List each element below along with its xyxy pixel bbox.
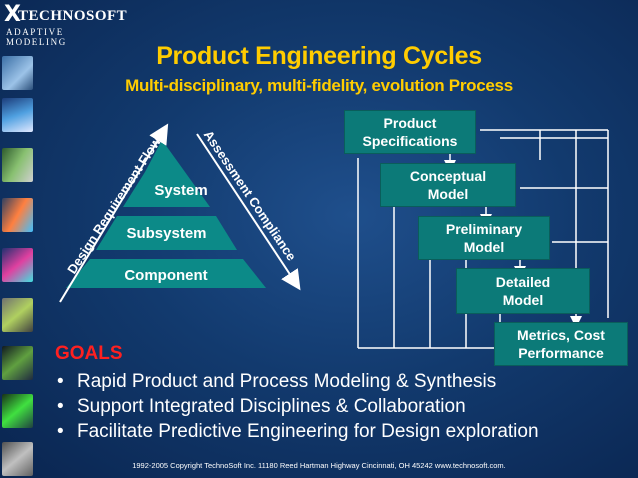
step-detailed-model: Detailed Model bbox=[456, 268, 590, 314]
analysis-thumbnail bbox=[2, 248, 33, 282]
goal-item: Facilitate Predictive Engineering for De… bbox=[55, 419, 539, 444]
step-metrics-cost-performance: Metrics, Cost Performance bbox=[494, 322, 628, 366]
aircraft-thumbnail bbox=[2, 56, 33, 90]
page-subtitle: Multi-disciplinary, multi-fidelity, evol… bbox=[125, 76, 513, 95]
step-conceptual-model: Conceptual Model bbox=[380, 163, 516, 207]
goals-heading: GOALS bbox=[55, 343, 123, 364]
technosoft-logo: X TECHNOSOFT ADAPTIVE MODELING bbox=[4, 2, 128, 48]
pyramid-level-subsystem bbox=[96, 216, 237, 250]
page-title: Product Engineering Cycles bbox=[156, 42, 482, 70]
plot-thumbnail bbox=[2, 346, 33, 380]
component-thumbnail bbox=[2, 442, 33, 476]
surface-thumbnail bbox=[2, 394, 33, 428]
mesh-thumbnail bbox=[2, 148, 33, 182]
pyramid-level-component bbox=[66, 259, 266, 288]
pyramid-label-subsystem: Subsystem bbox=[126, 225, 207, 242]
logo-mark: X bbox=[4, 2, 21, 27]
wing-thumbnail bbox=[2, 198, 33, 232]
pyramid-graphic bbox=[59, 123, 301, 303]
pyramid-level-system bbox=[123, 140, 210, 207]
compliance-arrow bbox=[196, 133, 301, 291]
logo-tagline: ADAPTIVE MODELING bbox=[6, 27, 67, 47]
logo-brand: TECHNOSOFT bbox=[18, 8, 128, 24]
structure-thumbnail bbox=[2, 98, 33, 132]
pyramid-label-component: Component bbox=[124, 267, 208, 284]
goals-list: Rapid Product and Process Modeling & Syn… bbox=[55, 369, 539, 444]
pyramid-diagram: System Subsystem Component Design Requir… bbox=[50, 112, 320, 312]
step-product-specifications: Product Specifications bbox=[344, 110, 476, 154]
step-preliminary-model: Preliminary Model bbox=[418, 216, 550, 260]
goal-item: Support Integrated Disciplines & Collabo… bbox=[55, 394, 539, 419]
thumbnail-strip bbox=[0, 48, 36, 478]
engine-thumbnail bbox=[2, 298, 33, 332]
pyramid-label-system: System bbox=[154, 182, 208, 199]
copyright-footer: 1992-2005 Copyright TechnoSoft Inc. 1118… bbox=[132, 461, 506, 470]
design-flow-arrow bbox=[59, 123, 169, 303]
goal-item: Rapid Product and Process Modeling & Syn… bbox=[55, 369, 539, 394]
